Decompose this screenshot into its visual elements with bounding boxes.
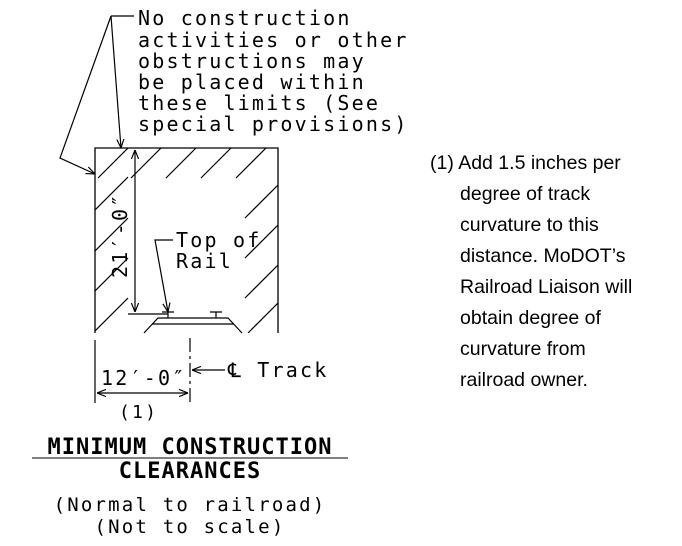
callout-text: No construction activities or other obst… xyxy=(138,6,409,136)
track-centerline: ℄ Track xyxy=(189,338,329,402)
note-line-6: obtain degree of xyxy=(460,307,601,329)
note-line-3: curvature to this xyxy=(460,214,599,236)
note-line-5: Railroad Liaison will xyxy=(460,276,633,298)
footnote-note: (1) Add 1.5 inches per degree of track c… xyxy=(430,148,670,396)
callout-line-4: be placed within xyxy=(138,70,366,94)
diagram-subtitle-line-1: (Normal to railroad) xyxy=(54,494,327,516)
callout-line-2: activities or other xyxy=(138,28,409,52)
vertical-dim-label: 21′-0″ xyxy=(108,193,132,278)
footnote-ref-label: (1) xyxy=(119,402,158,423)
leader-line-to-left-side xyxy=(59,15,112,174)
rail-right xyxy=(210,311,222,318)
note-line-1: (1) Add 1.5 inches per xyxy=(430,148,670,179)
top-of-rail-leader xyxy=(154,239,173,312)
top-of-rail-line-1: Top of xyxy=(176,228,261,252)
horizontal-dimension: 12′-0″ (1) xyxy=(94,340,188,423)
diagram-title-line-2: CLEARANCES xyxy=(119,459,261,484)
vertical-dimension: 21′-0″ xyxy=(108,150,168,315)
note-line-8: railroad owner. xyxy=(460,369,588,391)
limits-outline xyxy=(94,147,279,333)
top-of-rail-line-2: Rail xyxy=(176,249,233,273)
ballast-profile xyxy=(143,317,243,334)
note-line-4: distance. MoDOT’s xyxy=(460,245,626,267)
top-of-rail-label: Top of Rail xyxy=(154,228,261,312)
note-line-2: degree of track xyxy=(460,183,591,205)
diagram-subtitle-line-2: (Not to scale) xyxy=(95,516,286,538)
note-line-7: curvature from xyxy=(460,338,586,360)
callout-leaders xyxy=(59,15,134,174)
horizontal-dim-label: 12′-0″ xyxy=(101,366,186,390)
callout-line-1: No construction xyxy=(138,6,352,30)
track-section xyxy=(143,311,243,334)
track-label: ℄ Track xyxy=(227,358,329,382)
diagram-title-line-1: MINIMUM CONSTRUCTION xyxy=(48,435,333,460)
rail-left xyxy=(162,311,174,318)
note-text-1: Add 1.5 inches per xyxy=(458,152,621,174)
hatch-pattern xyxy=(95,148,278,333)
callout-line-3: obstructions may xyxy=(138,49,366,73)
clearance-limits-box xyxy=(94,147,279,333)
title-block: MINIMUM CONSTRUCTION CLEARANCES (Normal … xyxy=(32,435,348,538)
callout-line-6: special provisions) xyxy=(138,112,409,136)
note-marker: (1) xyxy=(430,152,454,174)
callout-line-5: these limits (See xyxy=(138,91,380,115)
leader-line-to-top-corner xyxy=(110,15,121,148)
